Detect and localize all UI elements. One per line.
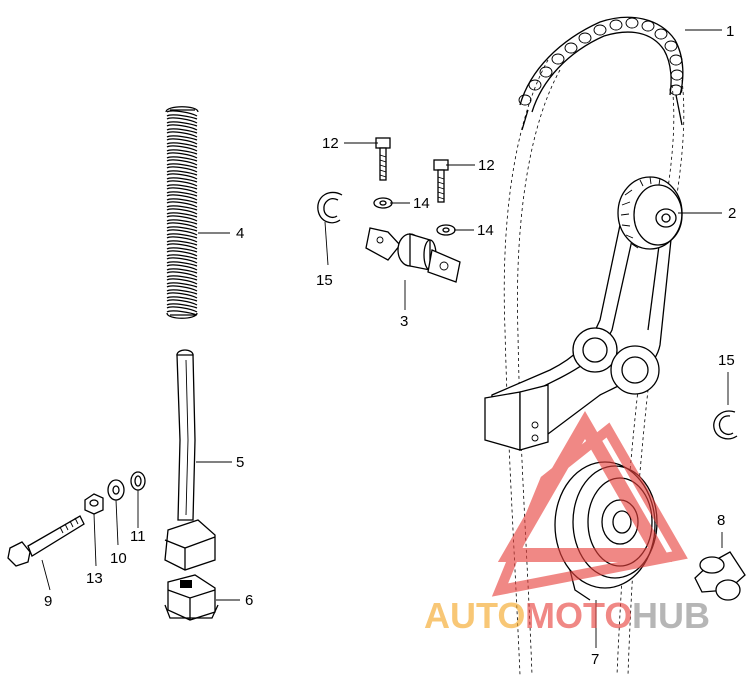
label-11: 11: [130, 528, 146, 545]
label-15-left: 15: [316, 272, 333, 289]
watermark-logo: [491, 410, 688, 597]
label-2: 2: [728, 205, 736, 222]
label-6: 6: [245, 592, 253, 609]
label-8: 8: [717, 512, 725, 529]
label-13: 13: [86, 570, 103, 587]
collar: [694, 551, 746, 601]
label-9: 9: [44, 593, 52, 610]
label-4: 4: [236, 225, 244, 242]
spring-coils: [166, 110, 198, 316]
label-7: 7: [591, 651, 599, 668]
label-10: 10: [110, 550, 127, 567]
label-14-left: 14: [413, 195, 430, 212]
label-5: 5: [236, 454, 244, 471]
ring-11: [130, 471, 146, 491]
spring: [165, 106, 199, 319]
label-15-right: 15: [718, 352, 735, 369]
label-12-left: 12: [322, 135, 339, 152]
label-1: 1: [726, 23, 734, 40]
bolt-12-left: [375, 137, 391, 181]
washer-14-left: [373, 197, 393, 209]
label-3: 3: [400, 313, 408, 330]
washer-10: [107, 479, 125, 501]
washer-14-right: [436, 224, 456, 236]
slipper: [164, 574, 219, 621]
label-14-right: 14: [477, 222, 494, 239]
automotohub-watermark: AUTO MOTO HUB: [424, 410, 710, 636]
tensioner-arm: [484, 224, 673, 451]
label-12-right: 12: [478, 157, 495, 174]
tensioner-bolt: [365, 227, 461, 283]
bolt-12-right: [433, 159, 449, 203]
watermark-moto: MOTO: [525, 595, 632, 636]
chain-links: [518, 16, 684, 131]
leader-lines: [41, 29, 729, 648]
watermark-auto: AUTO: [424, 595, 525, 636]
tensioner-roller: [617, 176, 683, 250]
nut: [84, 493, 104, 515]
circlip-right: [713, 410, 738, 440]
part-labels: 1 2 3 4 5 6 7 8 9 10 11 12 12 13 14 14 1…: [44, 23, 736, 668]
circlip-left: [317, 191, 343, 224]
push-rod: [164, 349, 216, 571]
long-bolt: [7, 515, 85, 567]
watermark-hub: HUB: [632, 595, 710, 636]
